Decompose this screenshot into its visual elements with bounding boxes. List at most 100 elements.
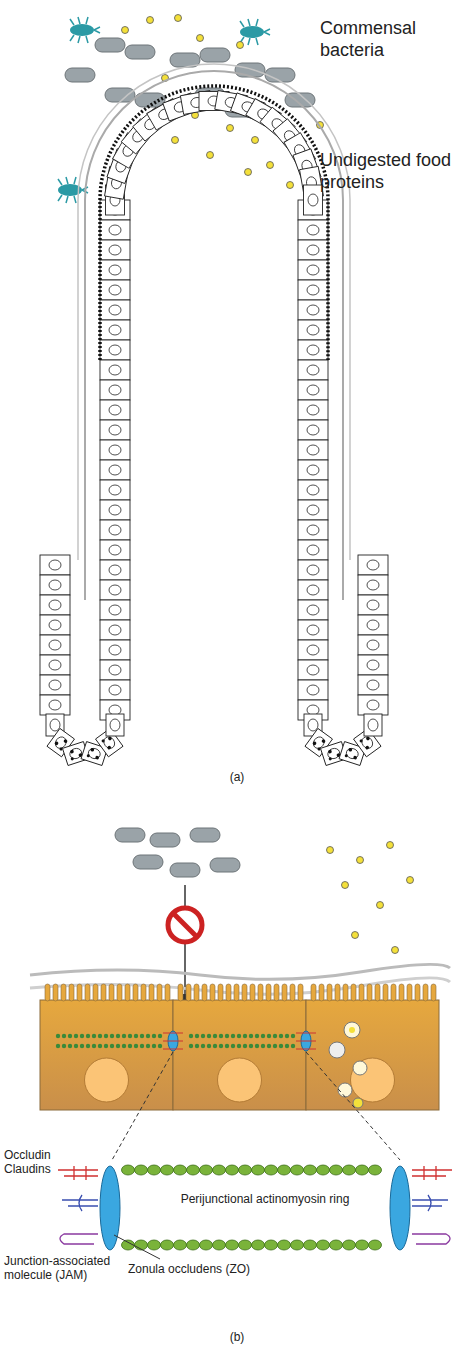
- shape: [110, 719, 120, 731]
- actin-bead: [265, 1165, 278, 1175]
- shape: [40, 595, 70, 615]
- shape: [146, 1044, 150, 1048]
- shape: [359, 984, 364, 1001]
- shape: [358, 595, 388, 615]
- shape: [307, 445, 319, 455]
- shape: [116, 1034, 120, 1038]
- shape: [368, 719, 378, 731]
- shape: [367, 580, 379, 590]
- shape: [307, 285, 319, 295]
- shape: [399, 984, 404, 1001]
- shape: [353, 1098, 363, 1108]
- shape: [231, 1044, 235, 1048]
- actin-bead: [278, 1240, 291, 1250]
- shape: [234, 984, 239, 1001]
- label-text: (a): [187, 770, 287, 784]
- shape: [106, 714, 124, 736]
- shape: [307, 425, 319, 435]
- shape: [134, 1044, 138, 1048]
- epithelial-cell: [358, 695, 388, 715]
- shape: [100, 1166, 120, 1250]
- shape: [249, 1034, 253, 1038]
- shape: [109, 585, 121, 595]
- epithelial-cell: [100, 360, 130, 380]
- shape: [173, 1000, 306, 1110]
- shape: [358, 615, 388, 635]
- shape: [364, 714, 382, 736]
- shape: [243, 1044, 247, 1048]
- epithelial-cell: [298, 460, 328, 480]
- shape: [109, 305, 121, 315]
- shape: [186, 984, 191, 1001]
- shape: [125, 984, 130, 1001]
- shape: [109, 245, 121, 255]
- shape: [307, 505, 319, 515]
- shape: [86, 754, 90, 758]
- shape: [40, 555, 70, 575]
- shape: [62, 1044, 66, 1048]
- epithelial-cell: [298, 260, 328, 280]
- epithelial-cell: [106, 714, 124, 736]
- shape: [100, 240, 130, 260]
- shape: [85, 1058, 129, 1102]
- shape: [49, 580, 61, 590]
- actin-bead: [200, 1165, 213, 1175]
- epithelial-cell: [100, 560, 130, 580]
- shape: [367, 600, 379, 610]
- shape: [250, 984, 255, 1001]
- shape: [122, 1044, 126, 1048]
- shape: [365, 745, 370, 750]
- epithelial-cell: [100, 440, 130, 460]
- shape: [298, 984, 303, 1001]
- shape: [70, 757, 74, 761]
- shape: [431, 984, 436, 1001]
- shape: [201, 1044, 205, 1048]
- zoom-line: [112, 1052, 173, 1160]
- shape: [109, 465, 121, 475]
- actin-bead: [174, 1165, 187, 1175]
- shape: [109, 425, 121, 435]
- shape: [349, 1027, 355, 1033]
- shape: [77, 984, 82, 1001]
- shape: [285, 1034, 289, 1038]
- actin-bead: [135, 1240, 148, 1250]
- shape: [307, 645, 319, 655]
- shape: [100, 520, 130, 540]
- shape: [104, 1034, 108, 1038]
- shape: [298, 600, 328, 620]
- shape: [298, 220, 328, 240]
- shape: [104, 1044, 108, 1048]
- shape: [110, 1034, 114, 1038]
- shape: [40, 615, 70, 635]
- epithelial-cell: [100, 380, 130, 400]
- shape: [358, 675, 388, 695]
- shape: [100, 460, 130, 480]
- shape: [40, 655, 70, 675]
- shape: [282, 984, 287, 1001]
- shape: [296, 1033, 316, 1049]
- shape: [308, 194, 318, 206]
- shape: [128, 1044, 132, 1048]
- shape: [291, 1034, 295, 1038]
- shape: [195, 1034, 199, 1038]
- shape: [298, 680, 328, 700]
- epithelial-cell: [298, 600, 328, 620]
- shape: [53, 984, 58, 1001]
- shape: [242, 984, 247, 1001]
- shape: [195, 1044, 199, 1048]
- zoom-line: [306, 1052, 400, 1160]
- epithelial-cell: [298, 480, 328, 500]
- shape: [307, 325, 319, 335]
- shape: [367, 680, 379, 690]
- junction-complex: [390, 1166, 452, 1250]
- shape: [189, 1034, 193, 1038]
- shape: [298, 260, 328, 280]
- shape: [86, 1034, 90, 1038]
- shape: [243, 1034, 247, 1038]
- epithelial-cell: [40, 695, 70, 715]
- epithelial-cell: [100, 540, 130, 560]
- shape: [133, 984, 138, 1001]
- actin-bead: [213, 1240, 226, 1250]
- epithelial-cell: [298, 280, 328, 300]
- shape: [100, 300, 130, 320]
